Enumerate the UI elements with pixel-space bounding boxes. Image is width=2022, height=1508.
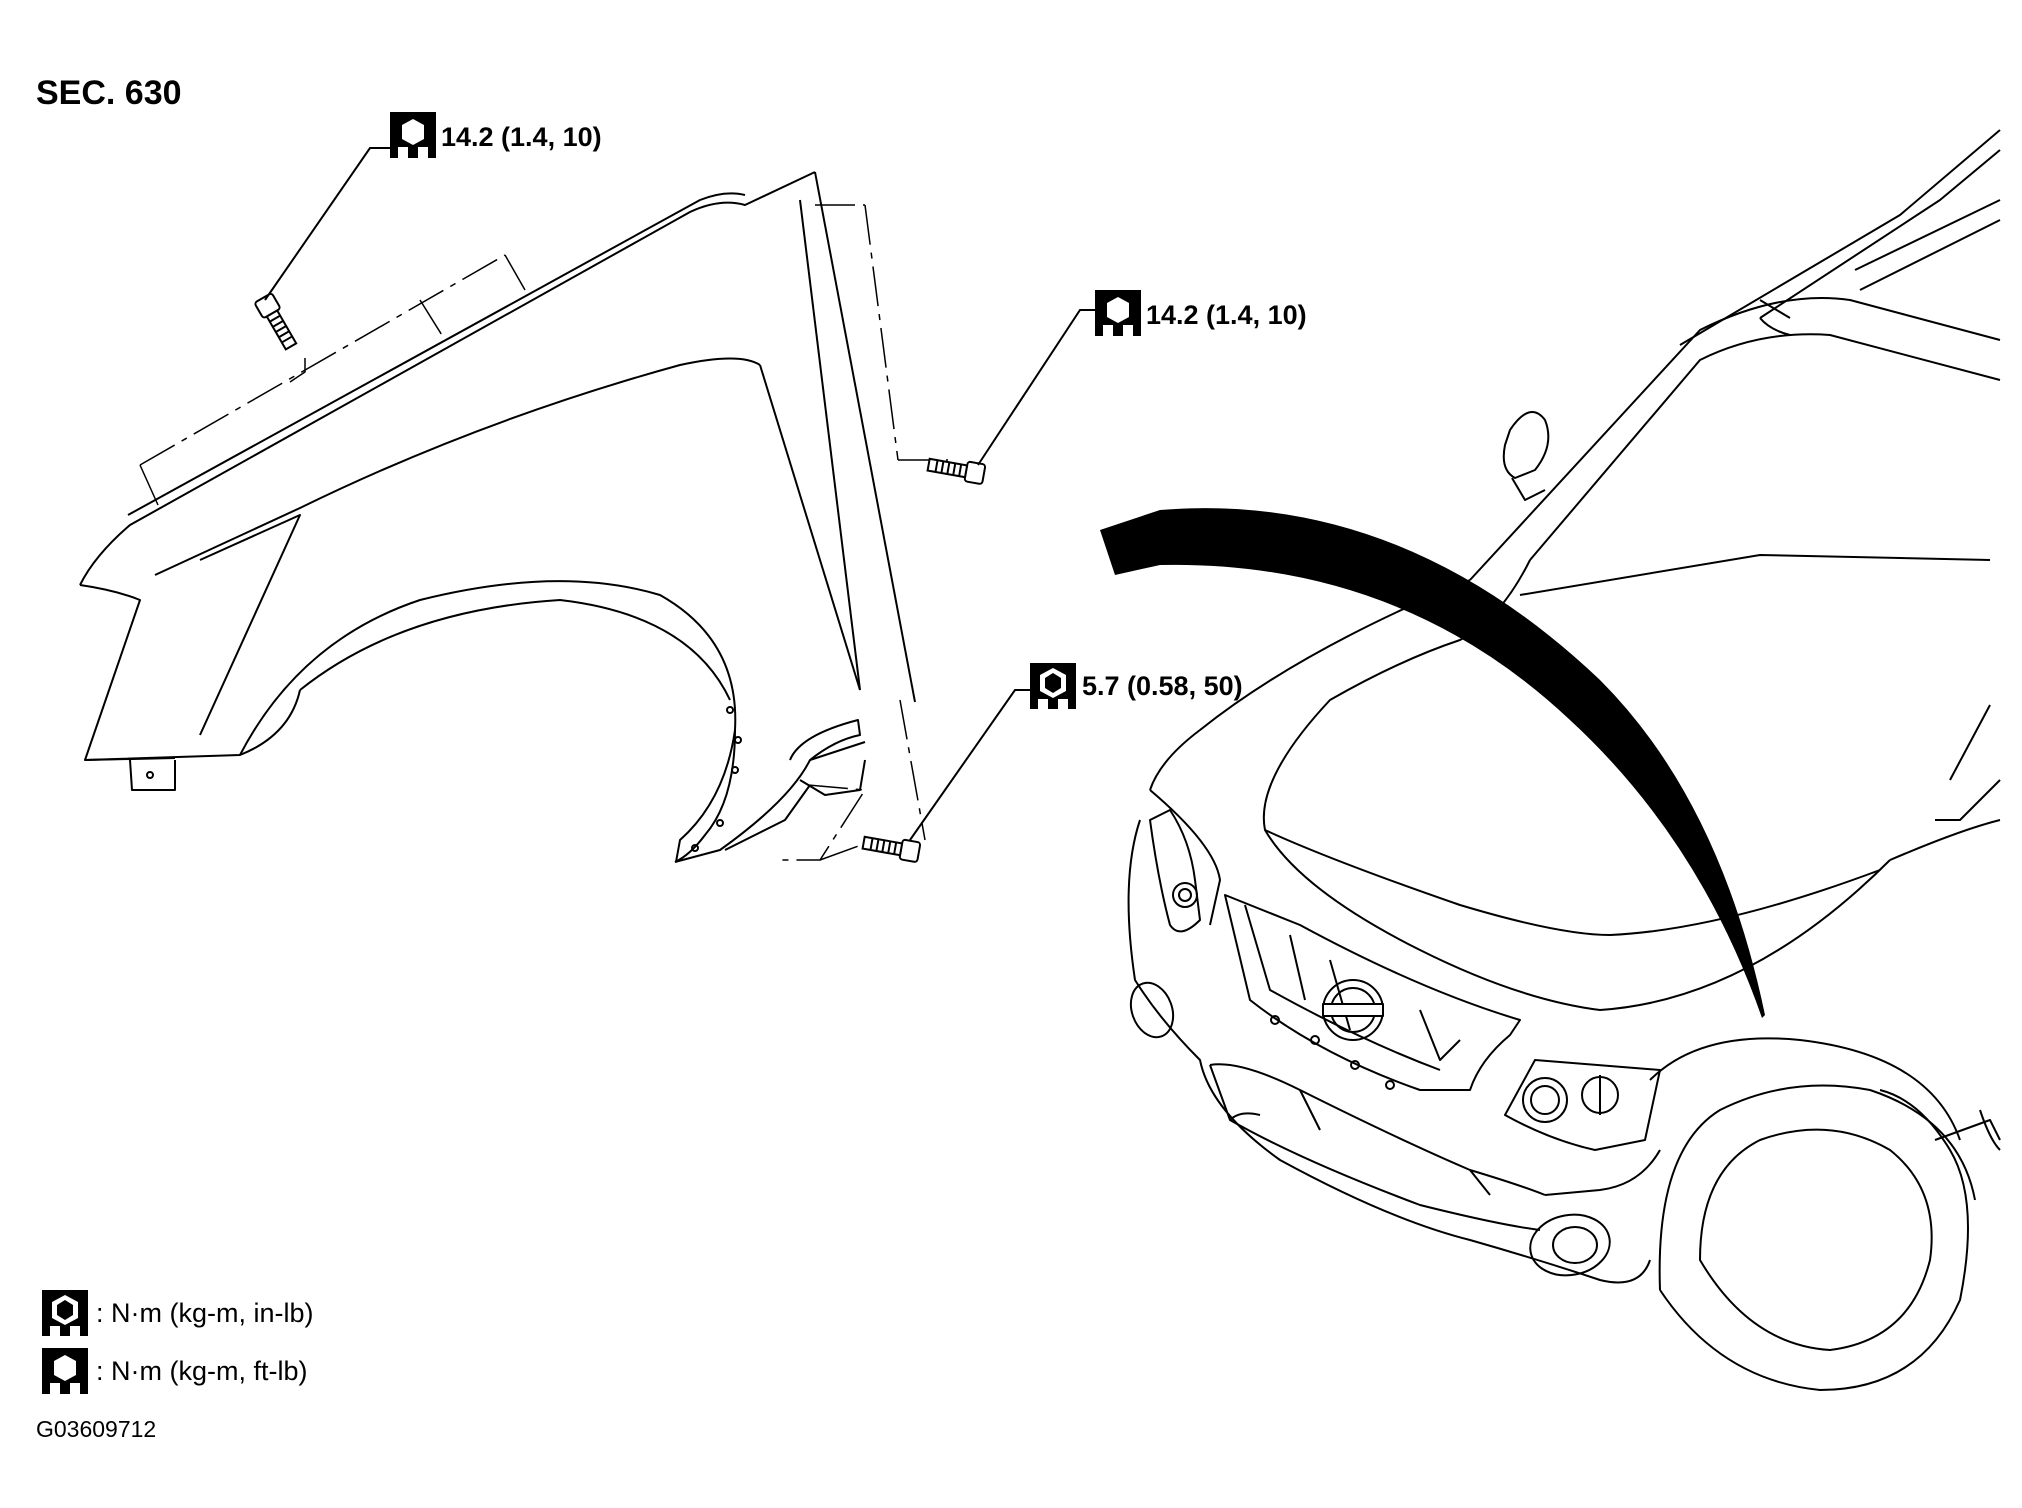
- bolt-lower: [861, 835, 922, 863]
- torque-wrench-open-icon: [1095, 290, 1141, 336]
- torque-wrench-filled-icon: [42, 1290, 88, 1336]
- torque-callout-right: 14.2 (1.4, 10): [1146, 300, 1307, 330]
- torque-callout-lower: 5.7 (0.58, 50): [1082, 671, 1243, 701]
- front-fender: [79, 171, 916, 863]
- leader-lines: [264, 147, 1095, 841]
- bolt-right: [926, 457, 987, 485]
- legend-open-text: : N·m (kg-m, ft-lb): [96, 1356, 308, 1386]
- bolt-top: [254, 292, 298, 351]
- section-label: SEC. 630: [36, 74, 182, 112]
- torque-wrench-open-icon: [390, 112, 436, 158]
- phantom-lines: [139, 204, 948, 861]
- removal-arrow: [1100, 508, 1765, 1018]
- torque-wrench-filled-icon: [1030, 663, 1076, 709]
- figure-code: G03609712: [36, 1416, 157, 1442]
- vehicle-front: [1127, 129, 2001, 1391]
- torque-callout-top: 14.2 (1.4, 10): [441, 122, 602, 152]
- torque-wrench-open-icon: [42, 1348, 88, 1394]
- legend-filled-text: : N·m (kg-m, in-lb): [96, 1298, 314, 1328]
